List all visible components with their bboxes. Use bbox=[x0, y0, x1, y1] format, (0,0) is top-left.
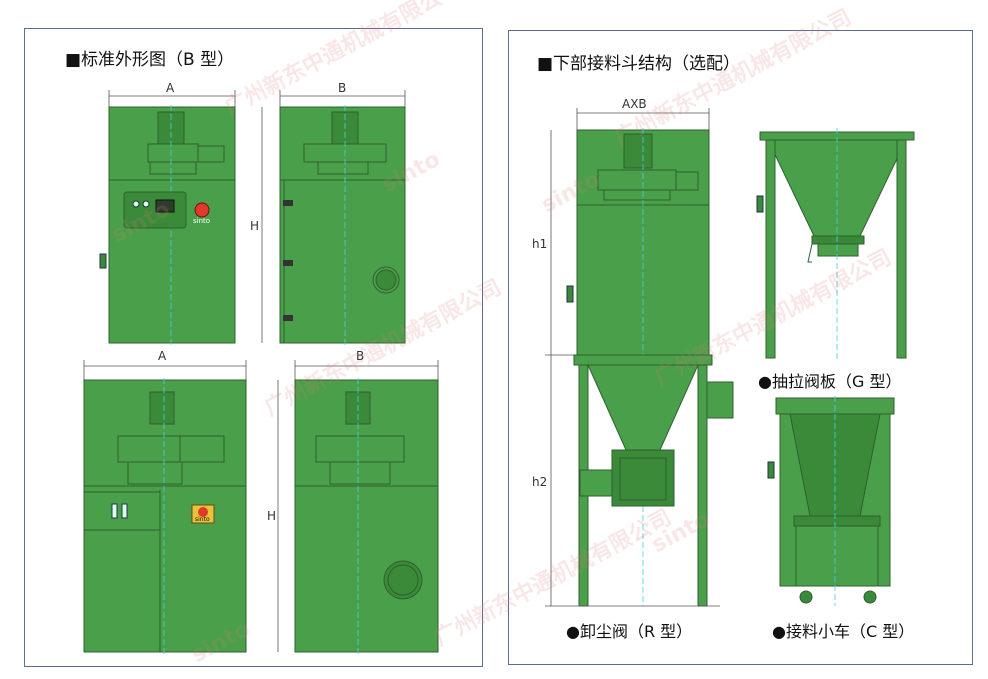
dim-axb-label: AXB bbox=[622, 97, 647, 111]
right-panel-title: ■下部接料斗结构（选配） bbox=[537, 54, 741, 74]
dim-b-label: B bbox=[338, 81, 346, 95]
dim-h-label-2: H bbox=[267, 509, 276, 523]
dim-h1-label: h1 bbox=[532, 237, 547, 251]
g-type-view bbox=[756, 128, 915, 360]
side-view-top: B H bbox=[250, 81, 406, 345]
left-panel-title: ■标准外形图（B 型） bbox=[65, 50, 235, 70]
hopper-main-view: AXB h1 h2 bbox=[532, 97, 734, 607]
logo-text-1: sinto bbox=[193, 217, 210, 225]
front-view-top: A sinto bbox=[99, 81, 236, 345]
logo-text-2: sinto bbox=[195, 516, 210, 523]
caption-r-type: ●卸尘阀（R 型） bbox=[566, 622, 693, 641]
dim-h-label: H bbox=[250, 219, 259, 233]
front-view-bottom: A sinto bbox=[83, 349, 247, 654]
dim-a-label: A bbox=[166, 81, 175, 95]
side-view-bottom: B H bbox=[267, 349, 439, 654]
dim-a-label-2: A bbox=[158, 349, 167, 363]
c-type-view bbox=[767, 396, 895, 606]
dim-b-label-2: B bbox=[356, 349, 364, 363]
caption-c-type: ●接料小车（C 型） bbox=[772, 622, 915, 641]
dim-h2-label: h2 bbox=[532, 475, 547, 489]
caption-g-type: ●抽拉阀板（G 型） bbox=[758, 372, 902, 391]
